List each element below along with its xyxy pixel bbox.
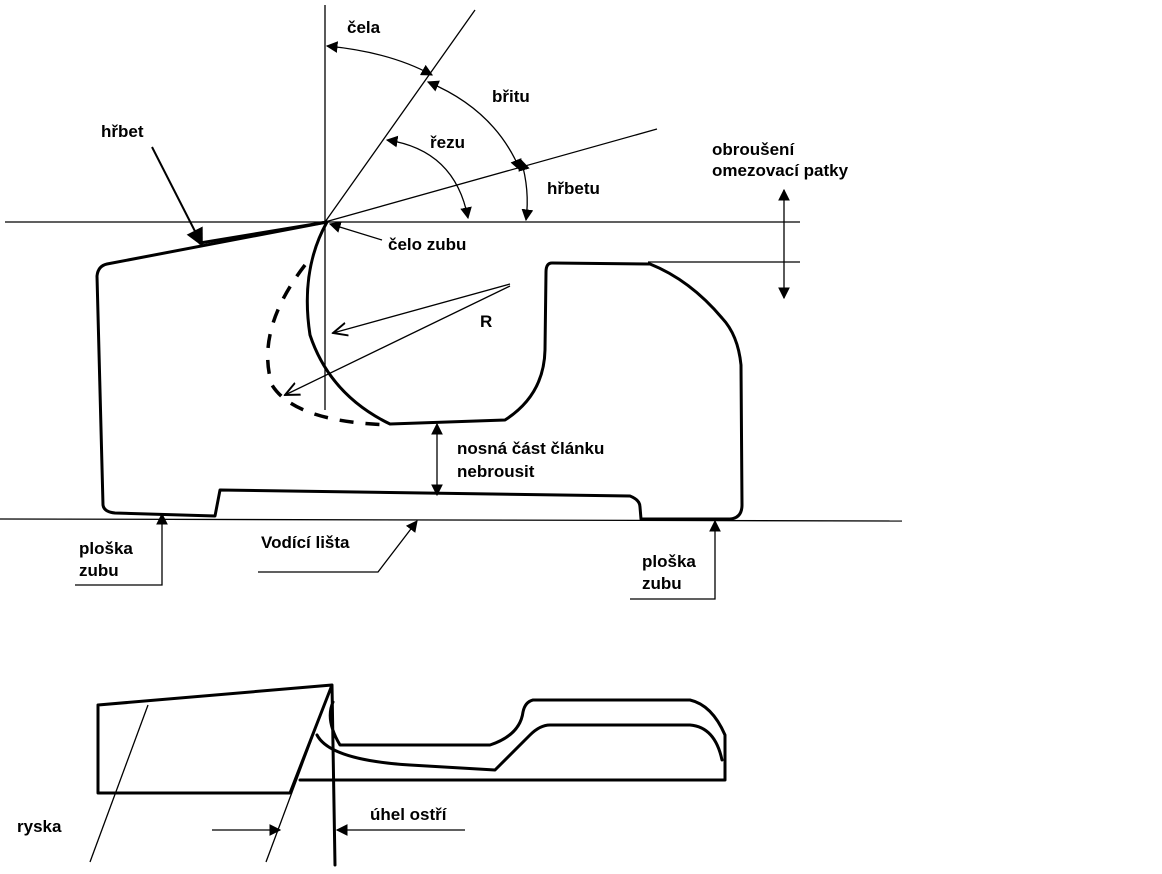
label-ploska-right-2: zubu xyxy=(642,574,682,593)
label-ploska-left-1: ploška xyxy=(79,539,133,558)
label-obrouseni-1: obroušení xyxy=(712,140,795,159)
radius-arrows xyxy=(285,283,511,395)
side-view-chamfer xyxy=(315,723,724,772)
hrbetu-angle-arc xyxy=(518,158,534,222)
label-r: R xyxy=(480,312,492,331)
rezu-angle-arc xyxy=(385,135,472,220)
label-nosna-2: nebrousit xyxy=(457,462,535,481)
side-view-body xyxy=(96,683,727,867)
label-celo-zubu: čelo zubu xyxy=(388,235,466,254)
tooth-side-view xyxy=(89,683,727,867)
hrbet-pointer xyxy=(151,146,203,247)
label-ploska-right-1: ploška xyxy=(642,552,696,571)
pointer-lines xyxy=(75,146,790,600)
label-britu: břitu xyxy=(492,87,530,106)
label-rezu: řezu xyxy=(430,133,465,152)
celo-zubu-pointer xyxy=(328,221,383,241)
back-line xyxy=(324,128,658,223)
ryska-line xyxy=(89,704,149,863)
tooth-profile xyxy=(95,220,744,521)
britu-angle-arc xyxy=(426,80,522,172)
label-hrbetu: hřbetu xyxy=(547,179,600,198)
label-ploska-left-2: zubu xyxy=(79,561,119,580)
label-nosna-1: nosná část článku xyxy=(457,439,604,458)
reference-lines xyxy=(0,5,903,522)
tooth-outline xyxy=(95,220,744,521)
angle-arcs xyxy=(325,41,534,222)
cela-angle-arc xyxy=(325,41,434,76)
guide-bar-line xyxy=(0,518,903,522)
label-hrbet: hřbet xyxy=(101,122,144,141)
label-obrouseni-2: omezovací patky xyxy=(712,161,849,180)
vodici-lista-pointer xyxy=(258,520,418,573)
label-ryska: ryska xyxy=(17,817,62,836)
cutting-edge-line xyxy=(324,9,476,223)
ploska-left-pointer xyxy=(75,512,168,586)
tooth-back-face xyxy=(198,220,329,245)
radius-arrow-outer xyxy=(285,285,511,395)
radius-arrow-inner xyxy=(333,283,511,333)
worn-tooth-face-dashed xyxy=(265,263,391,427)
label-vodici-lista: Vodící lišta xyxy=(261,533,350,552)
ploska-right-pointer xyxy=(630,519,721,600)
label-cela: čela xyxy=(347,18,381,37)
label-uhel-ostri: úhel ostří xyxy=(370,805,448,824)
labels: čela břitu řezu hřbetu hřbet obroušení o… xyxy=(17,18,849,836)
edge-angle-line xyxy=(265,684,333,863)
